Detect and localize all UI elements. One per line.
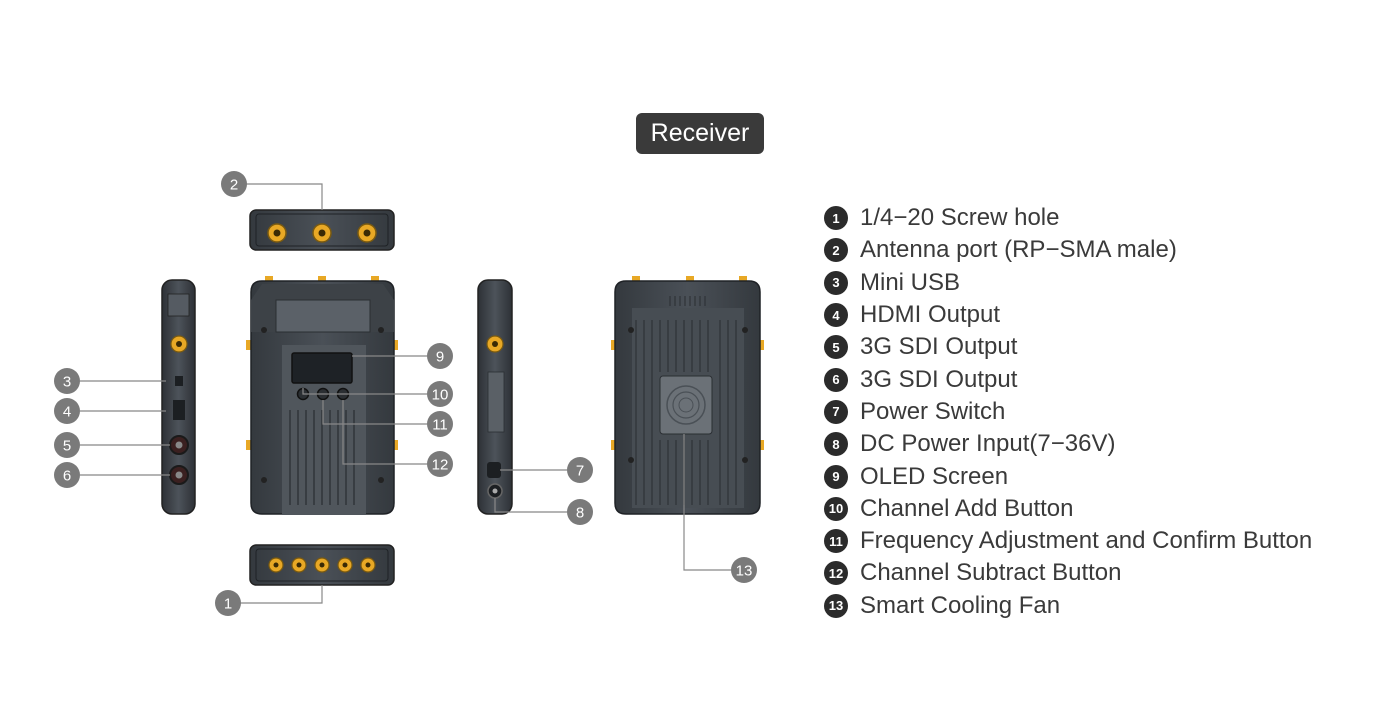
svg-text:9: 9 [436, 349, 444, 366]
callout-10: 10 [427, 381, 453, 407]
legend-number: 12 [824, 561, 848, 586]
dc-power-input [487, 483, 503, 499]
mini-usb-port [175, 376, 183, 386]
antenna-port-side [486, 335, 504, 353]
callout-7: 7 [567, 457, 593, 483]
oled-screen [291, 352, 353, 384]
receiver-diagram: 1 2 3 4 5 6 7 8 9 10 11 12 13 [54, 171, 764, 616]
legend-item: 10 Channel Add Button [824, 493, 1312, 525]
left-side-view [161, 279, 196, 515]
legend-item: 3 Mini USB [824, 267, 1312, 299]
callout-9: 9 [427, 343, 453, 369]
screw-hole [337, 557, 353, 573]
legend-item: 2 Antenna port (RP−SMA male) [824, 234, 1312, 266]
legend-item: 5 3G SDI Output [824, 331, 1312, 363]
sdi-port [169, 465, 189, 485]
legend-number: 3 [824, 270, 848, 295]
bottom-view [249, 544, 395, 586]
sdi-port [169, 435, 189, 455]
svg-text:4: 4 [63, 404, 71, 421]
svg-text:2: 2 [230, 177, 238, 194]
svg-text:1: 1 [224, 596, 232, 613]
callout-3: 3 [54, 368, 80, 394]
callout-1: 1 [215, 590, 241, 616]
legend-label: Mini USB [860, 268, 961, 296]
legend-number: 4 [824, 303, 848, 328]
legend-label: Power Switch [860, 397, 1006, 425]
legend-item: 7 Power Switch [824, 396, 1312, 428]
svg-text:7: 7 [576, 463, 584, 480]
callout-13: 13 [731, 557, 757, 583]
hdmi-port [173, 400, 185, 420]
svg-text:3: 3 [63, 374, 71, 391]
screw-hole [268, 557, 284, 573]
callout-6: 6 [54, 462, 80, 488]
legend-number: 6 [824, 367, 848, 392]
legend-item: 1 1/4−20 Screw hole [824, 202, 1312, 234]
leader-lines [80, 183, 731, 604]
callout-12: 12 [427, 451, 453, 477]
svg-text:12: 12 [432, 457, 449, 474]
legend-label: Channel Subtract Button [860, 559, 1122, 587]
legend-item: 11 Frequency Adjustment and Confirm Butto… [824, 525, 1312, 557]
legend-number: 10 [824, 496, 848, 521]
svg-text:13: 13 [736, 563, 753, 580]
screw-hole [360, 557, 376, 573]
legend-label: DC Power Input(7−36V) [860, 430, 1116, 458]
legend-number: 2 [824, 238, 848, 263]
screw-hole [291, 557, 307, 573]
right-side-view [477, 279, 513, 515]
svg-text:5: 5 [63, 438, 71, 455]
legend-label: 3G SDI Output [860, 365, 1018, 393]
legend-number: 5 [824, 335, 848, 360]
legend-label: Frequency Adjustment and Confirm Button [860, 527, 1313, 555]
svg-text:6: 6 [63, 468, 71, 485]
legend-number: 7 [824, 399, 848, 424]
legend-number: 11 [824, 529, 848, 554]
legend-number: 1 [824, 206, 848, 231]
callout-11: 11 [427, 411, 453, 437]
title-badge: Receiver [636, 113, 764, 154]
legend-label: Channel Add Button [860, 494, 1074, 522]
legend-label: HDMI Output [860, 301, 1001, 329]
legend-label: 3G SDI Output [860, 333, 1018, 361]
antenna-port [267, 223, 287, 243]
callout-2: 2 [221, 171, 247, 197]
back-view [611, 276, 764, 515]
parts-legend: 1 1/4−20 Screw hole 2 Antenna port (RP−SMA… [824, 202, 1312, 622]
legend-item: 6 3G SDI Output [824, 363, 1312, 395]
legend-label: OLED Screen [860, 462, 1009, 490]
front-view [246, 276, 398, 515]
legend-item: 12 Channel Subtract Button [824, 557, 1312, 589]
legend-number: 9 [824, 464, 848, 489]
power-switch [487, 462, 501, 478]
cooling-fan [659, 375, 713, 435]
callout-5: 5 [54, 432, 80, 458]
legend-item: 9 OLED Screen [824, 460, 1312, 492]
callout-4: 4 [54, 398, 80, 424]
legend-item: 13 Smart Cooling Fan [824, 590, 1312, 622]
legend-number: 13 [824, 593, 848, 618]
legend-item: 4 HDMI Output [824, 299, 1312, 331]
legend-item: 8 DC Power Input(7−36V) [824, 428, 1312, 460]
callout-8: 8 [567, 499, 593, 525]
screw-hole [314, 557, 330, 573]
svg-text:10: 10 [432, 387, 449, 404]
legend-label: Antenna port (RP−SMA male) [860, 236, 1177, 264]
svg-text:8: 8 [576, 505, 584, 522]
antenna-port [357, 223, 377, 243]
antenna-port [312, 223, 332, 243]
antenna-port-side [170, 335, 188, 353]
legend-label: Smart Cooling Fan [860, 591, 1061, 619]
top-view [249, 209, 395, 251]
legend-label: 1/4−20 Screw hole [860, 204, 1060, 232]
svg-text:11: 11 [432, 417, 448, 434]
legend-number: 8 [824, 432, 848, 457]
